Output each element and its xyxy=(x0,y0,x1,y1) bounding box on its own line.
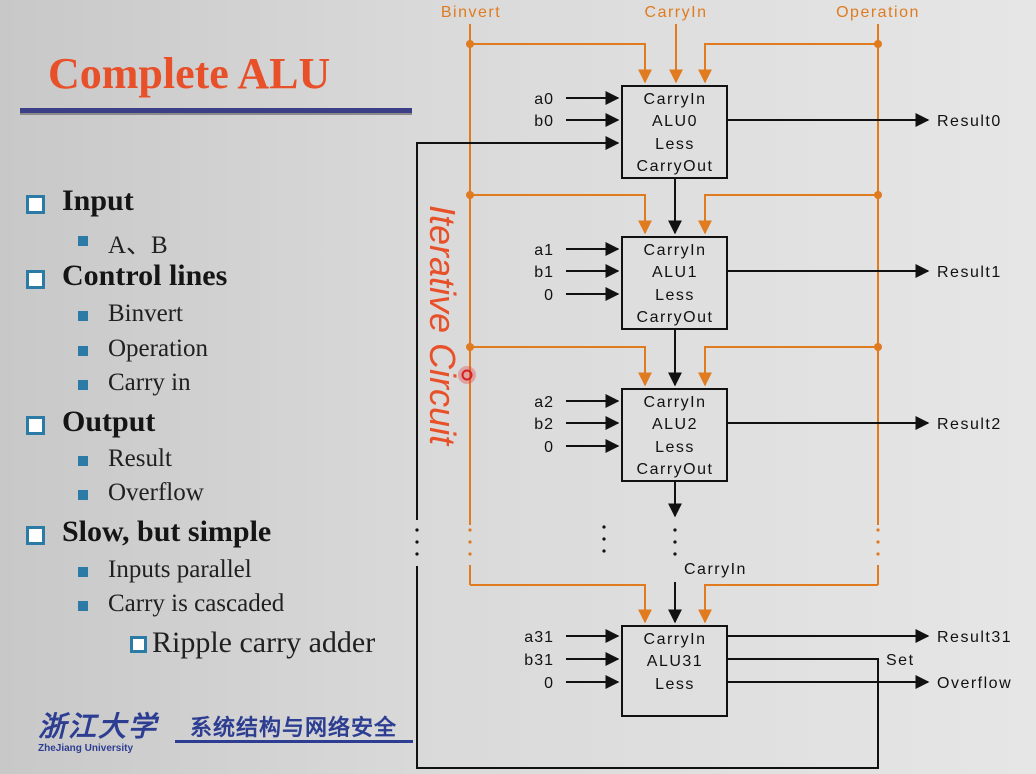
title-underline-shadow xyxy=(20,113,412,115)
bullet-dot-icon xyxy=(78,380,88,390)
svg-text:Less: Less xyxy=(655,676,695,693)
bullet-dot-icon xyxy=(78,311,88,321)
laser-pointer-glow xyxy=(458,366,476,384)
sub-bullet: Result xyxy=(108,445,172,472)
control-lines xyxy=(469,24,879,624)
svg-text:CarryIn: CarryIn xyxy=(644,91,707,108)
bullet-dot-icon xyxy=(78,490,88,500)
svg-text:a1: a1 xyxy=(534,242,554,259)
svg-text:b2: b2 xyxy=(534,416,554,433)
svg-text:0: 0 xyxy=(544,439,554,456)
sub-bullet: Binvert xyxy=(108,300,183,327)
svg-text:ALU0: ALU0 xyxy=(652,113,698,130)
bullet-slow-simple: Slow, but simple xyxy=(62,515,272,548)
iterative-circuit-label: Iterative Circuit xyxy=(422,205,463,447)
university-logo: 浙江大学 ZheJiang University xyxy=(38,705,158,754)
svg-text:Overflow: Overflow xyxy=(937,675,1012,692)
sub-sub-bullet: Ripple carry adder xyxy=(152,626,376,659)
bullet-dot-icon xyxy=(78,346,88,356)
carryin-mid-label: CarryIn xyxy=(684,561,747,578)
sub-bullet: Overflow xyxy=(108,479,204,506)
svg-text:0: 0 xyxy=(544,675,554,692)
sub-bullet: A、B xyxy=(108,232,168,259)
carryin-top-label: CarryIn xyxy=(645,4,708,21)
svg-text:a31: a31 xyxy=(524,629,554,646)
svg-text:ALU1: ALU1 xyxy=(652,264,698,281)
bullet-dot-icon xyxy=(78,236,88,246)
svg-text:Result31: Result31 xyxy=(937,629,1012,646)
title-underline xyxy=(20,108,412,113)
set-label: Set xyxy=(886,652,915,669)
svg-text:b0: b0 xyxy=(534,113,554,130)
bullet-dot-icon xyxy=(78,601,88,611)
svg-text:Result1: Result1 xyxy=(937,264,1002,281)
result-labels: Result0 Result1 Result2 Result31 Overflo… xyxy=(937,113,1012,692)
carry-ellipsis-dots xyxy=(415,525,677,556)
alu-port-labels: CarryIn ALU0 Less CarryOut CarryIn ALU1 … xyxy=(637,91,714,693)
control-junctions xyxy=(466,40,882,351)
laser-pointer-icon xyxy=(461,369,473,381)
logo-cn: 浙江大学 xyxy=(38,712,159,743)
svg-text:a0: a0 xyxy=(534,91,554,108)
logo-en: ZheJiang University xyxy=(38,743,134,754)
bullet-square-icon xyxy=(130,636,147,653)
slide-title: Complete ALU xyxy=(48,49,331,98)
svg-text:b31: b31 xyxy=(524,652,554,669)
result-arrows xyxy=(727,113,930,689)
svg-text:Less: Less xyxy=(655,136,695,153)
svg-text:CarryOut: CarryOut xyxy=(637,158,714,175)
input-labels: a0 b0 a1 b1 0 a2 b2 0 a31 b31 0 xyxy=(524,91,554,692)
sub-bullet: Carry in xyxy=(108,369,191,396)
footer-course-title: 系统结构与网络安全 xyxy=(190,716,398,741)
input-arrows xyxy=(566,91,620,689)
bullet-dot-icon xyxy=(78,567,88,577)
bullet-input: Input xyxy=(62,184,134,217)
footer-underline xyxy=(175,740,413,743)
svg-text:CarryIn: CarryIn xyxy=(644,242,707,259)
svg-text:CarryOut: CarryOut xyxy=(637,461,714,478)
bullet-square-icon xyxy=(26,416,45,435)
svg-text:ALU2: ALU2 xyxy=(652,416,698,433)
svg-text:ALU31: ALU31 xyxy=(647,653,703,670)
svg-text:0: 0 xyxy=(544,287,554,304)
sub-bullet: Operation xyxy=(108,335,208,362)
sub-bullet: Inputs parallel xyxy=(108,556,252,583)
bullet-dot-icon xyxy=(78,456,88,466)
operation-label: Operation xyxy=(836,4,920,21)
svg-text:Result0: Result0 xyxy=(937,113,1002,130)
sub-bullet: Carry is cascaded xyxy=(108,590,285,617)
svg-text:Less: Less xyxy=(655,439,695,456)
bullet-square-icon xyxy=(26,526,45,545)
bullet-square-icon xyxy=(26,195,45,214)
svg-text:Result2: Result2 xyxy=(937,416,1002,433)
svg-text:CarryIn: CarryIn xyxy=(644,394,707,411)
bullet-output: Output xyxy=(62,405,156,438)
binvert-label: Binvert xyxy=(441,4,501,21)
control-ellipsis-dots xyxy=(468,528,880,556)
svg-text:a2: a2 xyxy=(534,394,554,411)
svg-text:b1: b1 xyxy=(534,264,554,281)
svg-text:CarryOut: CarryOut xyxy=(637,309,714,326)
bullet-square-icon xyxy=(26,270,45,289)
set-feedback-wire xyxy=(416,136,879,769)
svg-text:Less: Less xyxy=(655,287,695,304)
bullet-control-lines: Control lines xyxy=(62,259,228,292)
svg-text:CarryIn: CarryIn xyxy=(644,631,707,648)
